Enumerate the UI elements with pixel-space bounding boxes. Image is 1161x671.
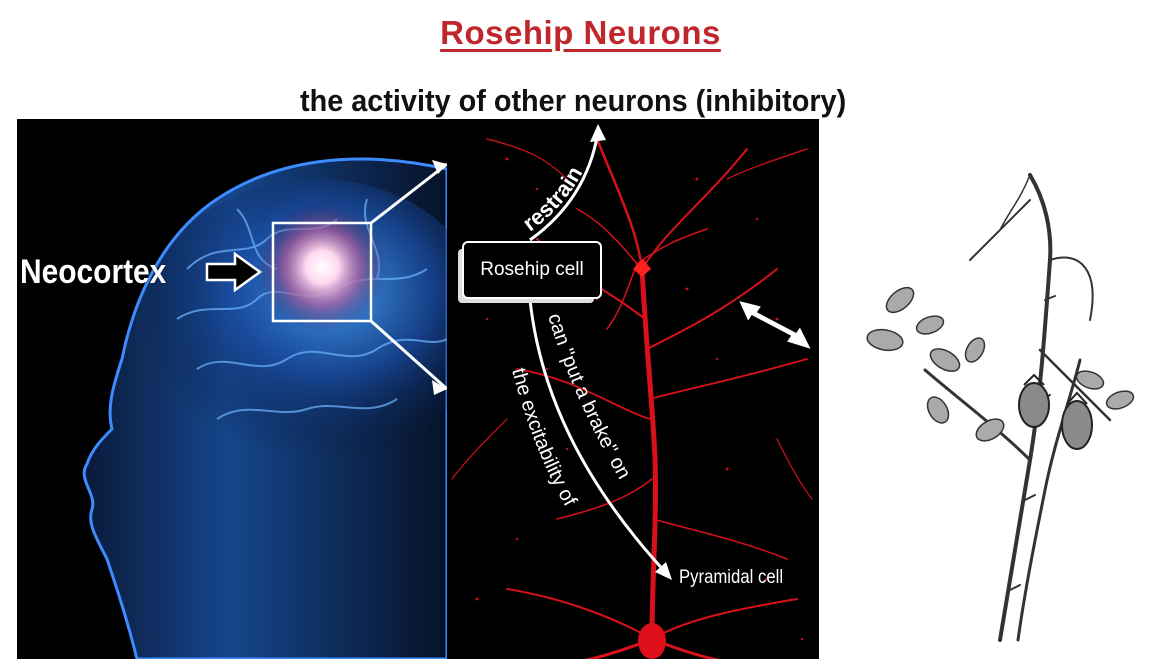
neuron-micrograph bbox=[447, 119, 819, 659]
neocortex-label: Neocortex bbox=[20, 253, 167, 291]
double-headed-arrow-icon bbox=[736, 298, 814, 352]
pyramidal-cell-label: Pyramidal cell bbox=[679, 567, 784, 588]
head-profile-graphic bbox=[17, 119, 447, 659]
neuron-graphic bbox=[447, 119, 819, 659]
brain-head-illustration bbox=[17, 119, 447, 659]
svg-text:restrain: restrain bbox=[518, 162, 587, 236]
rosehip-fruits bbox=[1018, 373, 1093, 450]
slide-subtitle: the activity of other neurons (inhibitor… bbox=[300, 83, 847, 118]
rosehip-plant-leaves bbox=[866, 286, 1135, 442]
rosehip-cell-label: Rosehip cell bbox=[462, 241, 602, 299]
slide-title: Rosehip Neurons bbox=[440, 14, 721, 51]
outline-arrow-right-icon bbox=[205, 251, 263, 293]
restrain-label: restrain bbox=[518, 162, 587, 236]
